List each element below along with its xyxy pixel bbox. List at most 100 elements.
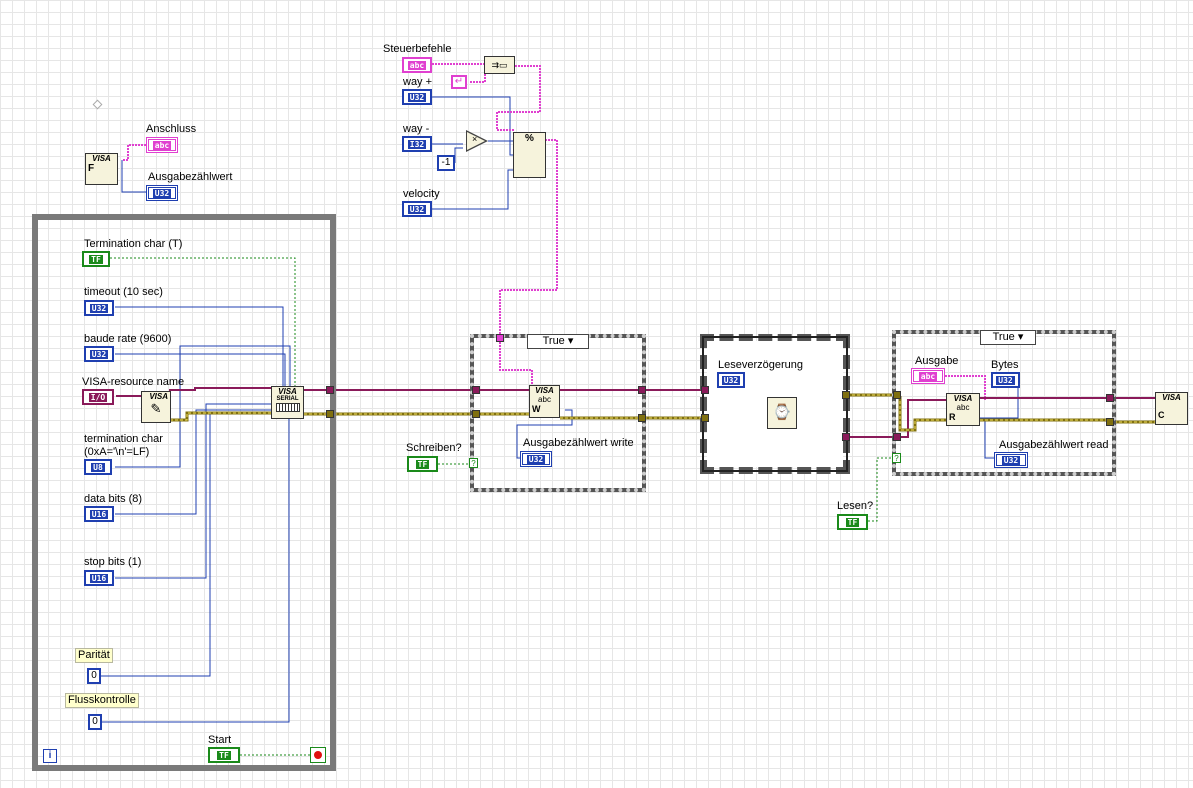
seq-visa-out-tunnel xyxy=(842,433,850,441)
start-type: TF xyxy=(217,750,231,760)
data-bits-label: data bits (8) xyxy=(84,493,143,505)
steuerbefehle-control[interactable]: abc xyxy=(402,57,432,73)
ausgabezaehlwert-label: Ausgabezählwert xyxy=(148,171,233,183)
concatenate-strings-node[interactable]: ⇉▭ xyxy=(484,56,515,74)
visa-write-caption: VISA xyxy=(535,386,554,395)
termination-char-type: U8 xyxy=(91,462,105,472)
seq-visa-in-tunnel xyxy=(701,386,709,394)
way-plus-type: U32 xyxy=(407,92,427,102)
visa-close-node[interactable]: VISA C xyxy=(1155,392,1188,425)
diagram-anchor-point xyxy=(92,99,103,110)
read-visa-out-tunnel xyxy=(1106,394,1114,402)
multiply-node[interactable]: × xyxy=(466,130,488,152)
visa-write-node[interactable]: VISA abc W xyxy=(529,385,560,418)
timeout-type: U32 xyxy=(89,303,109,313)
schreiben-type: TF xyxy=(415,459,430,469)
seq-error-out-tunnel xyxy=(842,391,850,399)
loop-iteration-icon: i xyxy=(43,749,57,763)
write-error-out-tunnel xyxy=(638,414,646,422)
while-loop-structure[interactable] xyxy=(32,214,336,771)
way-plus-label: way + xyxy=(403,76,433,88)
format-string-node[interactable]: % xyxy=(513,132,546,178)
flusskontrolle-constant[interactable]: 0 xyxy=(88,714,102,730)
ausgabezaehlwert-write-indicator[interactable]: U32 xyxy=(520,451,552,467)
termination-char-label-1: termination char xyxy=(84,433,163,445)
timeout-control[interactable]: U32 xyxy=(84,300,114,316)
ausgabe-type: abc xyxy=(918,371,938,381)
visa-find-caption: VISA xyxy=(92,154,111,163)
start-control[interactable]: TF xyxy=(208,747,240,763)
anschluss-indicator[interactable]: abc xyxy=(146,137,178,153)
bytes-control[interactable]: U32 xyxy=(991,372,1020,388)
leseverzoegerung-label: Leseverzögerung xyxy=(718,359,804,371)
visa-configure-serial-node[interactable]: VISA SERIAL xyxy=(271,386,304,419)
line-feed-constant-icon[interactable]: ↵ xyxy=(451,75,467,89)
lesen-control[interactable]: TF xyxy=(837,514,868,530)
visa-write-letter: W xyxy=(532,404,541,414)
leseverzoegerung-type: U32 xyxy=(721,375,741,385)
visa-close-letter: C xyxy=(1158,410,1165,420)
read-error-out-tunnel xyxy=(1106,418,1114,426)
ausgabezaehlwert-read-type: U32 xyxy=(1001,455,1021,465)
visa-open-node[interactable]: VISA ✎ xyxy=(141,391,171,423)
write-case-selector[interactable]: True ▾ xyxy=(527,334,589,349)
termination-char-control[interactable]: U8 xyxy=(84,459,112,475)
paritaet-label: Parität xyxy=(75,648,113,663)
way-minus-control[interactable]: I32 xyxy=(402,136,432,152)
minus-one-constant[interactable]: -1 xyxy=(437,155,455,171)
error-loop-tunnel xyxy=(326,410,334,418)
anschluss-type: abc xyxy=(152,140,172,150)
read-case-selector-value: True xyxy=(992,331,1015,343)
baude-rate-control[interactable]: U32 xyxy=(84,346,114,362)
ausgabezaehlwert-read-indicator[interactable]: U32 xyxy=(994,452,1028,468)
lesen-label: Lesen? xyxy=(837,500,874,512)
read-visa-in-tunnel xyxy=(893,433,901,441)
visa-resource-type: I/O xyxy=(88,392,108,402)
timeout-label: timeout (10 sec) xyxy=(84,286,163,298)
data-bits-control[interactable]: U16 xyxy=(84,506,114,522)
visa-loop-tunnel xyxy=(326,386,334,394)
read-error-in-tunnel xyxy=(893,391,901,399)
ausgabezaehlwert-type: U32 xyxy=(152,188,172,198)
ausgabezaehlwert-indicator[interactable]: U32 xyxy=(146,185,178,201)
way-plus-control[interactable]: U32 xyxy=(402,89,432,105)
schreiben-control[interactable]: TF xyxy=(407,456,438,472)
wait-ms-icon[interactable]: ⌚ xyxy=(767,397,797,429)
stop-bits-type: U16 xyxy=(89,573,109,583)
stop-bits-control[interactable]: U16 xyxy=(84,570,114,586)
termination-char-label-2: (0xA='\n'=LF) xyxy=(84,446,150,458)
visa-resource-label: VISA-resource name xyxy=(82,376,185,388)
seq-error-in-tunnel xyxy=(701,414,709,422)
anschluss-label: Anschluss xyxy=(146,123,197,135)
termination-char-t-label: Termination char (T) xyxy=(84,238,183,250)
visa-find-node[interactable]: VISA F xyxy=(85,153,118,185)
write-case-selector-terminal: ? xyxy=(469,458,478,468)
flusskontrolle-label: Flusskontrolle xyxy=(65,693,139,708)
way-minus-type: I32 xyxy=(407,139,427,149)
steuerbefehle-type: abc xyxy=(407,60,427,70)
termination-char-t-control[interactable]: TF xyxy=(82,251,110,267)
baude-rate-type: U32 xyxy=(89,349,109,359)
ausgabezaehlwert-read-label: Ausgabezählwert read xyxy=(999,439,1109,451)
write-visa-in-tunnel xyxy=(472,386,480,394)
read-case-selector-terminal: ? xyxy=(892,453,901,463)
leseverzoegerung-control[interactable]: U32 xyxy=(717,372,745,388)
write-error-in-tunnel xyxy=(472,410,480,418)
visa-resource-control[interactable]: I/O xyxy=(82,389,114,405)
string-case-tunnel xyxy=(496,334,504,342)
velocity-label: velocity xyxy=(403,188,440,200)
loop-stop-icon[interactable] xyxy=(310,747,326,763)
multiply-symbol: × xyxy=(472,134,478,144)
chevron-down-icon: ▾ xyxy=(567,335,574,347)
velocity-type: U32 xyxy=(407,204,427,214)
flat-sequence-structure[interactable] xyxy=(700,334,850,474)
ausgabe-indicator[interactable]: abc xyxy=(911,368,945,384)
visa-serial-caption: VISA xyxy=(278,387,297,396)
read-case-selector[interactable]: True ▾ xyxy=(980,330,1036,345)
visa-read-sub: abc xyxy=(956,403,970,412)
paritaet-constant[interactable]: 0 xyxy=(87,668,101,684)
visa-write-sub: abc xyxy=(538,395,551,404)
visa-read-node[interactable]: VISA abc R xyxy=(946,393,980,426)
format-string-symbol: % xyxy=(525,133,534,144)
velocity-control[interactable]: U32 xyxy=(402,201,432,217)
